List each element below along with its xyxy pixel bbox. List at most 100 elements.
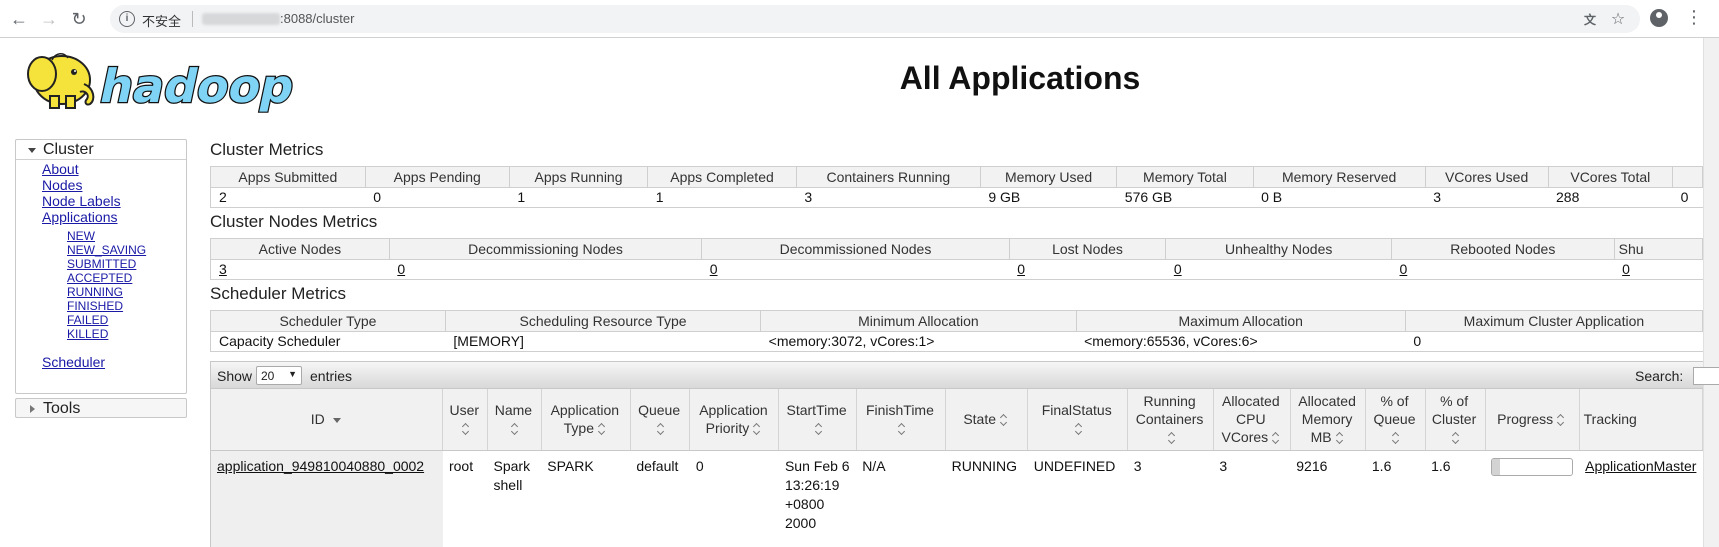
col-header-running-containers[interactable]: Running Containers <box>1127 389 1214 451</box>
tracking-ui-link[interactable]: ApplicationMaster <box>1585 457 1697 474</box>
hadoop-logo: hadoop <box>27 53 301 114</box>
app-allocated-vcores: 3 <box>1219 457 1228 474</box>
nav-link-about[interactable]: About <box>42 161 79 177</box>
col-header-user[interactable]: User <box>442 389 489 451</box>
sort-icon <box>657 424 665 435</box>
metric-header: Scheduling Resource Type <box>445 311 762 332</box>
sort-icon <box>598 424 606 435</box>
profile-avatar-icon[interactable] <box>1650 9 1668 27</box>
cluster-nav-label: Cluster <box>43 141 94 158</box>
decommissioning-nodes-link[interactable]: 0 <box>397 261 406 278</box>
metric-header: Memory Total <box>1116 167 1254 188</box>
metric-header: VCores Used <box>1425 167 1549 188</box>
lost-nodes-link[interactable]: 0 <box>1017 261 1026 278</box>
col-header-allocated-memory[interactable]: Allocated Memory MB <box>1290 389 1367 451</box>
app-user: root <box>448 457 474 474</box>
sort-icon <box>1272 433 1280 444</box>
nav-state-running[interactable]: RUNNING <box>67 285 123 299</box>
nav-link-nodes[interactable]: Nodes <box>42 177 83 193</box>
page-scrollbar[interactable] <box>1703 38 1719 547</box>
reload-icon[interactable]: ↻ <box>71 8 87 29</box>
col-header-tracking[interactable]: Tracking <box>1579 389 1703 451</box>
metric-header: Memory Used <box>980 167 1118 188</box>
metric-value: 0 <box>1413 333 1422 350</box>
node-metrics-title: Cluster Nodes Metrics <box>210 212 378 231</box>
active-nodes-link[interactable]: 3 <box>219 261 227 278</box>
metric-value: <memory:3072, vCores:1> <box>768 333 935 350</box>
sort-icon <box>1557 415 1565 426</box>
app-priority: 0 <box>695 457 704 474</box>
expand-triangle-icon <box>28 148 36 153</box>
nav-state-finished[interactable]: FINISHED <box>67 299 124 313</box>
app-pct-queue: 1.6 <box>1371 457 1392 474</box>
col-header-final-status[interactable]: FinalStatus <box>1027 389 1129 451</box>
metric-value: <memory:65536, vCores:6> <box>1084 333 1258 350</box>
address-bar[interactable]: i 不安全 :8088/cluster 文 ☆ <box>110 5 1640 33</box>
search-input[interactable] <box>1693 367 1719 385</box>
metric-header: Unhealthy Nodes <box>1165 239 1392 260</box>
col-header-allocated-vcores[interactable]: Allocated CPU VCores <box>1213 389 1291 451</box>
app-pct-cluster: 1.6 <box>1431 457 1451 474</box>
nav-state-failed[interactable]: FAILED <box>67 313 109 327</box>
forward-icon[interactable]: → <box>40 8 58 29</box>
metric-header: Scheduler Type <box>211 311 446 332</box>
page-size-select[interactable]: 20 ▼ <box>256 366 302 385</box>
metric-header: Decommissioned Nodes <box>701 239 1010 260</box>
browser-toolbar: ← → ↻ i 不安全 :8088/cluster 文 ☆ ⋮ <box>0 0 1719 38</box>
rebooted-nodes-link[interactable]: 0 <box>1399 261 1408 278</box>
tools-nav-panel[interactable]: Tools <box>15 398 187 418</box>
app-allocated-memory: 9216 <box>1296 457 1328 474</box>
bookmark-star-icon[interactable]: ☆ <box>1610 11 1626 28</box>
col-header-pct-cluster[interactable]: % of Cluster <box>1425 389 1486 451</box>
nav-state-accepted[interactable]: ACCEPTED <box>67 271 133 285</box>
browser-menu-icon[interactable]: ⋮ <box>1685 7 1703 27</box>
nav-state-new[interactable]: NEW <box>67 229 95 243</box>
metric-header: Minimum Allocation <box>760 311 1077 332</box>
nav-state-killed[interactable]: KILLED <box>67 327 109 341</box>
nav-link-applications[interactable]: Applications <box>42 209 118 225</box>
cluster-nav-header[interactable]: Cluster <box>16 140 186 160</box>
metric-header: Apps Pending <box>365 167 510 188</box>
scheduler-metrics-table: Scheduler Type Scheduling Resource Type … <box>210 310 1703 352</box>
decommissioned-nodes-link[interactable]: 0 <box>709 261 718 278</box>
nav-state-new-saving[interactable]: NEW_SAVING <box>67 243 147 257</box>
metric-header: Rebooted Nodes <box>1391 239 1615 260</box>
col-header-queue[interactable]: Queue <box>630 389 691 451</box>
tools-nav-header[interactable]: Tools <box>16 399 186 419</box>
app-finish-time: N/A <box>862 457 886 474</box>
metric-header: Memory Reserved <box>1253 167 1426 188</box>
col-header-priority[interactable]: Application Priority <box>689 389 780 451</box>
back-icon[interactable]: ← <box>10 8 28 29</box>
col-header-progress[interactable]: Progress <box>1485 389 1580 451</box>
sort-desc-icon <box>332 418 341 424</box>
col-header-id[interactable]: ID <box>211 389 444 451</box>
app-state: RUNNING <box>951 457 1017 474</box>
metric-value: 1 <box>517 189 526 206</box>
collapsed-triangle-icon <box>30 405 35 413</box>
nav-link-scheduler[interactable]: Scheduler <box>42 354 106 370</box>
col-header-state[interactable]: State <box>945 389 1029 451</box>
col-header-start-time[interactable]: StartTime <box>778 389 857 451</box>
col-header-name[interactable]: Name <box>487 389 542 451</box>
app-queue: default <box>636 457 679 474</box>
metric-value: 0 <box>373 189 381 206</box>
sort-icon <box>898 424 906 435</box>
translate-icon[interactable]: 文 <box>1583 13 1596 27</box>
application-id-link[interactable]: application_949810040880_0002 <box>217 457 425 474</box>
metric-value: 3 <box>1433 189 1441 206</box>
scheduler-metrics-title: Scheduler Metrics <box>210 284 347 303</box>
sort-icon <box>1168 433 1176 444</box>
metric-header: Containers Running <box>796 167 981 188</box>
nav-state-submitted[interactable]: SUBMITTED <box>67 257 137 271</box>
shutdown-nodes-link[interactable]: 0 <box>1622 261 1630 278</box>
col-header-application-type[interactable]: Application Type <box>541 389 631 451</box>
table-row: application_949810040880_0002 root Spark… <box>211 450 1703 547</box>
sort-icon <box>462 424 470 435</box>
col-header-pct-queue[interactable]: % of Queue <box>1365 389 1426 451</box>
nav-link-node-labels[interactable]: Node Labels <box>42 193 121 209</box>
col-header-finish-time[interactable]: FinishTime <box>856 389 947 451</box>
url-text: :8088/cluster <box>280 11 355 26</box>
cluster-nav-panel: Cluster About Nodes Node Labels Applicat… <box>15 139 187 394</box>
info-icon[interactable]: i <box>119 11 135 27</box>
unhealthy-nodes-link[interactable]: 0 <box>1173 261 1182 278</box>
